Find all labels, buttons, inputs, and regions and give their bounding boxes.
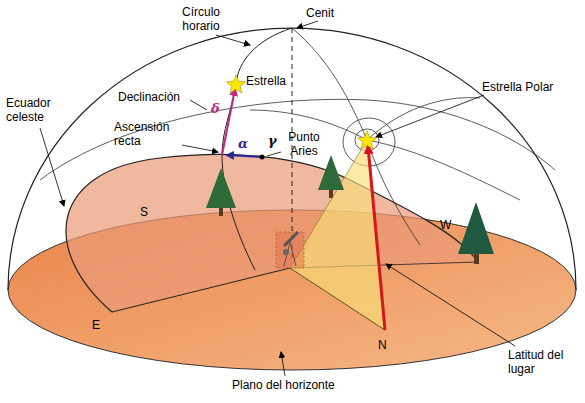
greek-symbol: α xyxy=(238,137,248,151)
leader-line xyxy=(281,352,285,376)
latitude-triangle xyxy=(290,140,385,330)
celestial-dome xyxy=(8,28,576,290)
callout-label: Estrella xyxy=(246,74,286,88)
leader-line xyxy=(190,100,207,110)
tree xyxy=(318,155,344,198)
grid-arc xyxy=(367,140,520,200)
leader-line xyxy=(182,145,218,152)
greek-symbol: γ xyxy=(268,134,277,148)
callout-label: Plano del horizonte xyxy=(232,378,335,392)
callout-label: Ascensión recta xyxy=(114,120,178,148)
callout-label: Ecuador celeste xyxy=(6,96,62,124)
declination-arrow xyxy=(222,89,235,155)
right-ascension-arrow xyxy=(227,155,261,157)
callout-label: Cenit xyxy=(306,6,334,20)
cardinal-point: W xyxy=(440,218,451,232)
cardinal-point: S xyxy=(140,205,148,219)
grid-arc xyxy=(40,99,555,180)
callout-label: Estrella Polar xyxy=(482,80,553,94)
celestial-equator xyxy=(66,154,478,312)
callout-label: Declinación xyxy=(118,90,180,104)
callout-label: Latitud del lugar xyxy=(508,348,566,376)
leader-line xyxy=(40,128,64,206)
leader-line xyxy=(386,264,515,346)
callout-label: Círculo horario xyxy=(170,5,232,33)
leader-line xyxy=(376,95,484,137)
leader-line xyxy=(267,152,281,156)
leader-line xyxy=(216,35,250,45)
tree xyxy=(458,202,494,264)
polar-star xyxy=(358,131,377,149)
observer xyxy=(276,232,304,268)
cardinal-point: E xyxy=(92,318,100,332)
latitude-arrow xyxy=(368,146,385,330)
greek-symbol: δ xyxy=(211,102,220,116)
star xyxy=(227,75,246,93)
equator-plane xyxy=(66,154,478,312)
tree xyxy=(206,168,236,216)
cardinal-point: N xyxy=(378,338,387,352)
east-line xyxy=(112,268,290,312)
callout-label: Punto Aries xyxy=(282,130,326,158)
leader-line xyxy=(297,21,318,28)
aries-point xyxy=(260,155,265,160)
